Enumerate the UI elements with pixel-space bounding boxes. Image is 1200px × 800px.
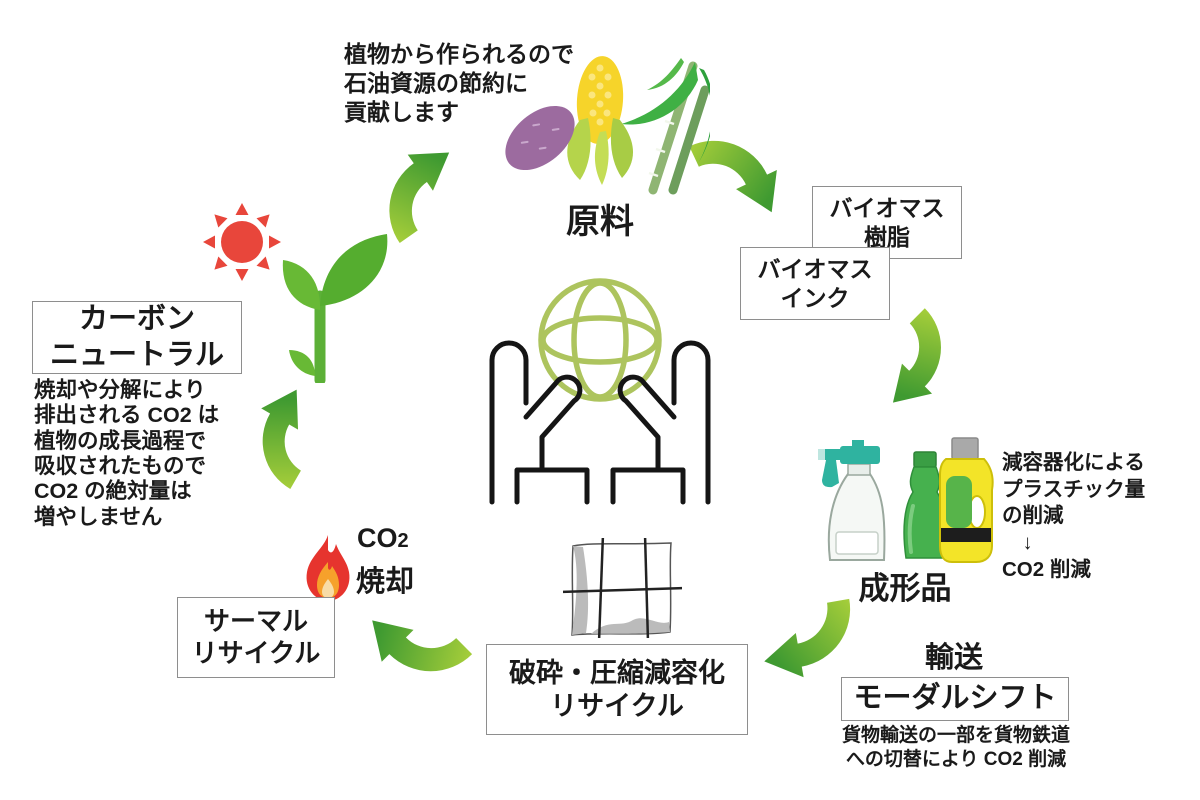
carbon-neutral-description: 焼却や分解により 排出される CO2 は 植物の成長過程で 吸収されたもので C…: [34, 378, 220, 529]
flame-co2-label: CO2: [357, 523, 409, 553]
left-hand: [489, 340, 590, 505]
stage-raw-material-label: 原料: [566, 203, 634, 241]
intro-note: 植物から作られるので 石油資源の節約に 貢献します: [344, 41, 574, 125]
modal-shift-description: 貨物輸送の一部を貨物鉄道 への切替により CO2 削減: [841, 725, 1070, 770]
seedling-icon: [282, 234, 388, 383]
sun-icon: [203, 203, 281, 281]
thermal-recycle-box: サーマル リサイクル: [177, 597, 335, 678]
sweet-potato-icon: [505, 105, 575, 171]
stage-molded-product-label: 成形品: [858, 571, 952, 606]
biomass-ink-box: バイオマス インク: [740, 247, 890, 320]
detergent-jug-icon: [939, 437, 994, 563]
cycle-arrow-icon-left: [233, 378, 335, 489]
sugarcane-icon: [621, 58, 710, 195]
volume-reduction-description: 減容器化による プラスチック量 の削減 ↓ CO2 削減: [1002, 451, 1146, 581]
stage-transport-label: 輸送: [924, 642, 983, 674]
cycle-arrow-icon-bottom-left: [356, 587, 473, 704]
modal-shift-box: モーダルシフト: [841, 677, 1069, 721]
carbon-neutral-box: カーボン ニュートラル: [32, 301, 242, 374]
crops-icon: [505, 56, 710, 195]
cycle-arrow-icon-right: [861, 308, 972, 418]
biomass-resin-box: バイオマス 樹脂: [812, 186, 962, 259]
crush-recycle-box: 破砕・圧縮減容化 リサイクル: [486, 644, 748, 735]
flame-icon: [306, 535, 350, 601]
spray-bottle-icon: [818, 440, 886, 561]
plastic-bottles-icon: [818, 437, 994, 563]
hands-holding-globe-icon: [489, 278, 711, 505]
compressed-bale-icon: [563, 538, 682, 638]
right-hand: [610, 340, 711, 505]
stage-incineration-label: 焼却: [356, 566, 415, 598]
corn-icon: [567, 56, 634, 185]
globe-icon: [538, 278, 662, 402]
